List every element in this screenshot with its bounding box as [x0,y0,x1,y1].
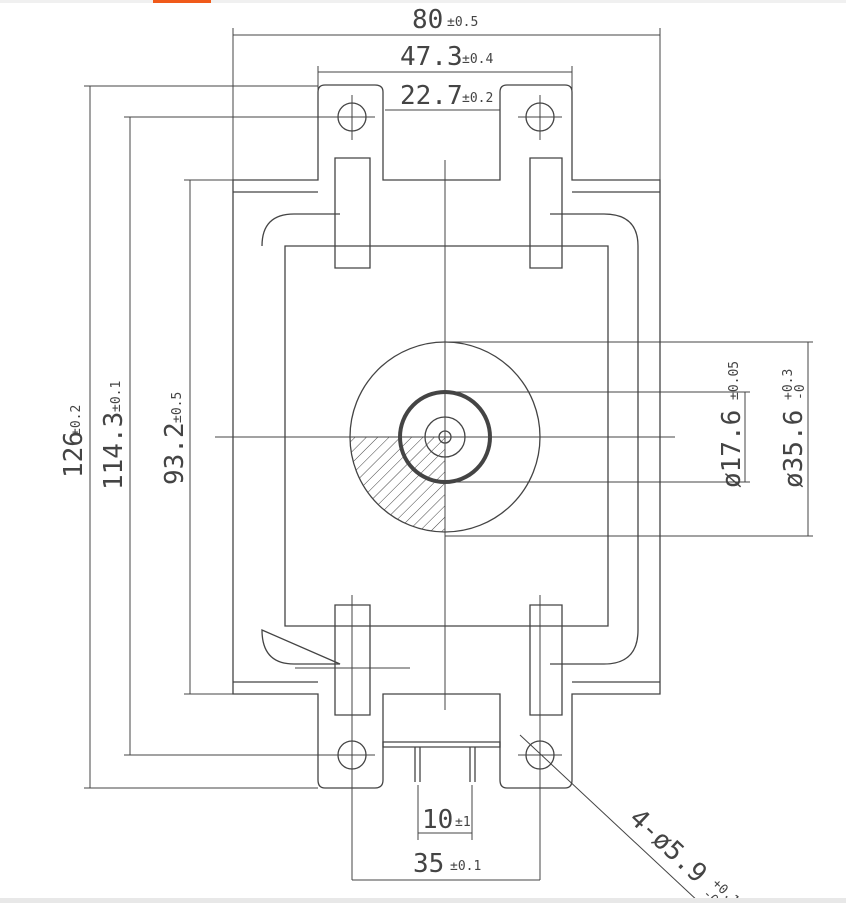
mount-slots [335,158,562,715]
dim-10-tol: ±1 [455,815,471,830]
dim-diam-35-6-tol-lower: -0 [793,384,808,400]
terminals [383,742,500,782]
dim-47-3-tol: ±0.4 [462,52,493,67]
accent-tab-indicator [153,0,211,3]
dim-126: 126 [59,431,89,478]
dim-diam-17-6-tol: ±0.05 [727,361,742,400]
dimension-lines [84,28,813,903]
dim-10: 10 [422,805,453,835]
dim-126-tol: ±0.2 [69,405,84,436]
dim-mount-holes: 4-ø5.9 [623,803,712,889]
dim-114-3: 114.3 [99,412,129,490]
top-scrollbar-track [0,0,846,3]
dim-93-2: 93.2 [160,422,190,485]
dim-80: 80 [412,5,443,35]
dim-114-3-tol: ±0.1 [109,381,124,412]
dim-80-tol: ±0.5 [447,15,478,30]
body-outline [233,85,660,788]
dim-93-2-tol: ±0.5 [170,392,185,423]
dim-diam-17-6: ø17.6 [717,410,747,488]
dim-47-3: 47.3 [400,42,463,72]
dim-diam-35-6: ø35.6 [779,410,809,488]
dim-22-7: 22.7 [400,81,463,111]
dim-diam-35-6-tol-upper: +0.3 [781,369,796,400]
bottom-scrollbar-track [0,898,846,903]
dim-35: 35 [413,849,444,879]
dim-22-7-tol: ±0.2 [462,91,493,106]
dim-35-tol: ±0.1 [450,859,481,874]
